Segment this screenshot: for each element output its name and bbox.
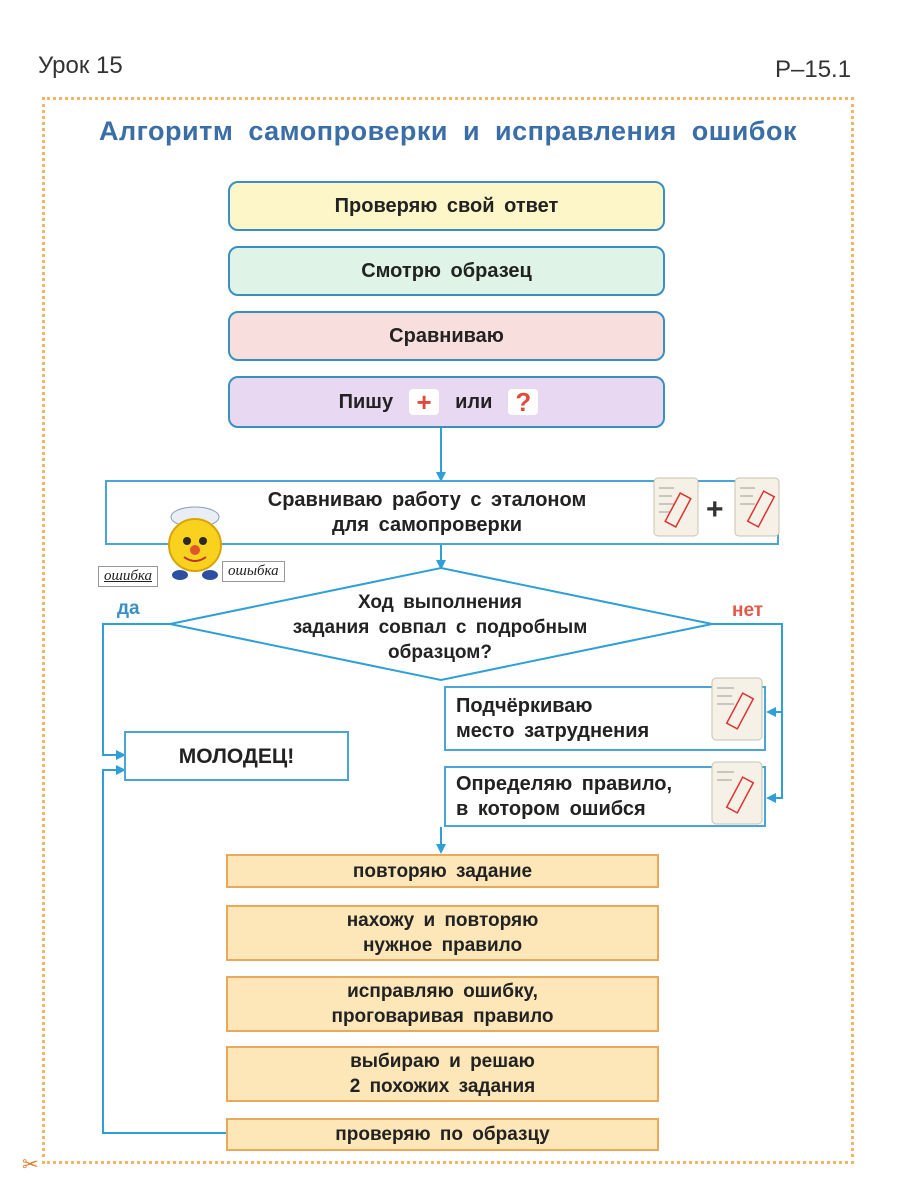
underline-line-1: Подчёркиваю [456, 694, 593, 717]
step-look-label: Смотрю образец [361, 259, 532, 282]
sample-card-icon [653, 477, 699, 537]
solve-text: выбираю и решаю 2 похожих задания [350, 1049, 536, 1099]
find-rule-line-2: нужное правило [362, 935, 523, 956]
well-done-box: МОЛОДЕЦ! [124, 731, 349, 781]
step-check-label: Проверяю свой ответ [334, 194, 559, 217]
solve-line-1: выбираю и решаю [350, 1051, 535, 1072]
verify-label: проверяю по образцу [335, 1124, 550, 1145]
decision-line-3: образцом? [388, 642, 492, 663]
yes-branch [102, 623, 170, 760]
solve-line-2: 2 похожих задания [349, 1076, 536, 1097]
action-solve-similar: выбираю и решаю 2 похожих задания [226, 1046, 659, 1102]
lesson-number: Урок 15 [38, 52, 123, 79]
action-repeat-task: повторяю задание [226, 854, 659, 888]
dotted-frame [42, 97, 854, 1164]
step-write-sign: Пишу + или ? [228, 376, 665, 428]
plus-sign: + [409, 389, 440, 415]
find-rule-line-1: нахожу и повторяю [346, 910, 539, 931]
write-or: или [455, 390, 493, 413]
write-prefix: Пишу [338, 390, 394, 413]
no-label: нет [732, 600, 764, 621]
rule-text: Определяю правило, в котором ошибся [456, 772, 672, 822]
word-wrong-text: ошыбка [228, 563, 279, 579]
repeat-task-label: повторяю задание [352, 860, 533, 882]
no-branch-rule [766, 712, 783, 803]
rule-line-1: Определяю правило, [456, 772, 673, 795]
page-title: Алгоритм самопроверки и исправления ошиб… [99, 116, 797, 146]
underline-text: Подчёркиваю место затруднения [456, 694, 649, 744]
etalon-card-small-icon [711, 761, 763, 825]
page-code: Р–15.1 [775, 56, 852, 83]
action-verify: проверяю по образцу [226, 1118, 659, 1151]
step-compare: Сравниваю [228, 311, 665, 361]
step-compare-label: Сравниваю [389, 324, 504, 347]
decision-line-2: задания совпал с подробным [292, 617, 588, 638]
fix-text: исправляю ошибку, проговаривая правило [331, 979, 553, 1029]
decision-diamond [169, 566, 713, 682]
underline-line-2: место затруднения [456, 719, 650, 742]
yes-label: да [117, 598, 140, 619]
step-look-sample: Смотрю образец [228, 246, 665, 296]
rule-line-2: в котором ошибся [456, 797, 646, 820]
word-wrong: ошыбка [222, 561, 285, 582]
action-fix-error: исправляю ошибку, проговаривая правило [226, 976, 659, 1032]
well-done-label: МОЛОДЕЦ! [178, 744, 295, 768]
fix-line-1: исправляю ошибку, [347, 981, 538, 1002]
etalon-line-1: Сравниваю работу с эталоном [267, 488, 587, 511]
etalon-line-2: для самопроверки [331, 513, 523, 536]
scissors-icon: ✂ [22, 1154, 39, 1176]
etalon-text: Сравниваю работу с эталоном для самопров… [217, 488, 637, 538]
no-branch [712, 623, 783, 717]
etalon-card-icon [734, 477, 780, 537]
action-find-rule: нахожу и повторяю нужное правило [226, 905, 659, 961]
word-correct-text: ошибка [104, 568, 153, 584]
decision-line-1: Ход выполнения [358, 592, 522, 613]
mascot-illustration [168, 506, 222, 580]
word-correct: ошибка [98, 566, 159, 587]
find-rule-text: нахожу и повторяю нужное правило [347, 908, 539, 958]
sample-card-small-icon [711, 677, 763, 741]
question-sign: ? [508, 389, 539, 415]
step-check-answer: Проверяю свой ответ [228, 181, 665, 231]
etalon-plus-sign: + [706, 493, 724, 526]
return-loop [102, 765, 226, 1134]
decision-text: Ход выполнения задания совпал с подробны… [240, 590, 640, 665]
fix-line-2: проговаривая правило [331, 1006, 554, 1027]
